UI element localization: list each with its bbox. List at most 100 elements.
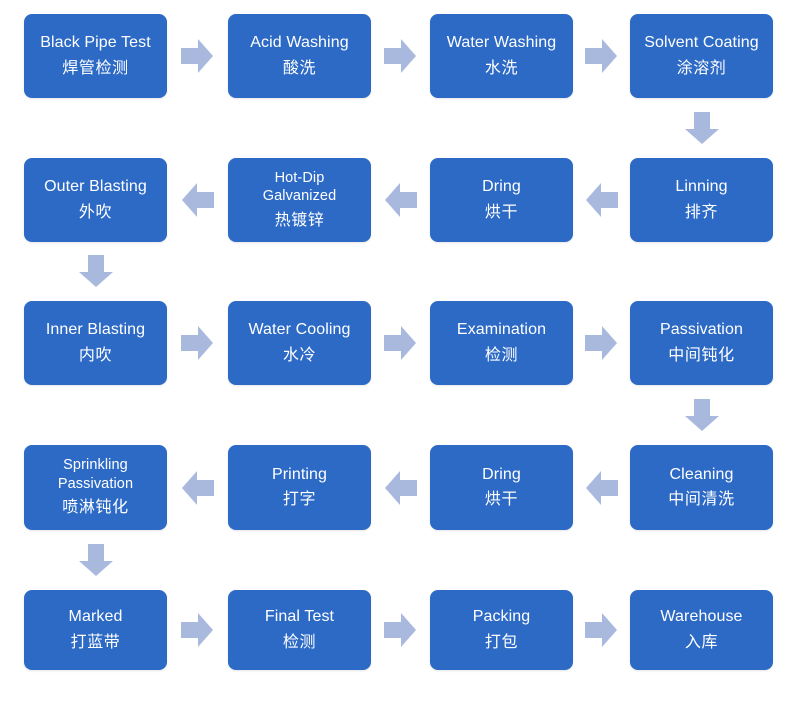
arrow-head bbox=[401, 326, 416, 360]
node-label-zh: 排齐 bbox=[684, 203, 719, 221]
node-label-zh: 入库 bbox=[684, 633, 719, 651]
arrow-shaft bbox=[181, 622, 199, 638]
arrow-head bbox=[78, 560, 113, 576]
arrow-head bbox=[401, 39, 416, 73]
node-label-en: Final Test bbox=[264, 608, 335, 626]
arrow-shaft bbox=[693, 111, 710, 130]
arrow-shaft bbox=[384, 48, 402, 64]
node-label-en: Packing bbox=[472, 608, 531, 626]
arrow-shaft bbox=[585, 622, 603, 638]
node-label-en: Dring bbox=[482, 178, 521, 196]
flow-arrow-right bbox=[585, 613, 618, 647]
node-label-zh: 水冷 bbox=[282, 346, 317, 364]
flow-arrow-left bbox=[384, 470, 417, 505]
arrow-head bbox=[385, 183, 400, 217]
node-label-zh: 打包 bbox=[484, 633, 519, 651]
arrow-shaft bbox=[600, 192, 618, 208]
node-label-zh: 水洗 bbox=[484, 59, 519, 77]
node-label-zh: 焊管检测 bbox=[62, 59, 129, 77]
node-label-zh: 检测 bbox=[282, 633, 317, 651]
arrow-shaft bbox=[384, 622, 402, 638]
arrow-shaft bbox=[399, 192, 417, 208]
flow-arrow-left bbox=[181, 183, 214, 217]
node-label-zh: 内吹 bbox=[78, 346, 113, 364]
flow-arrow-left bbox=[585, 183, 618, 217]
node-label-en: Examination bbox=[456, 321, 547, 339]
process-node-n2[interactable]: Acid Washing 酸洗 bbox=[228, 14, 371, 98]
node-label-en: Acid Washing bbox=[250, 34, 349, 52]
process-node-n4[interactable]: Solvent Coating 涂溶剂 bbox=[630, 14, 773, 98]
node-label-zh: 酸洗 bbox=[282, 59, 317, 77]
arrow-head bbox=[182, 183, 197, 217]
arrow-shaft bbox=[585, 48, 603, 64]
node-label-zh: 外吹 bbox=[78, 203, 113, 221]
arrow-head bbox=[602, 613, 617, 647]
arrow-head bbox=[198, 39, 213, 73]
process-node-n18[interactable]: Final Test 检测 bbox=[228, 590, 371, 670]
flow-arrow-right bbox=[384, 39, 417, 73]
process-node-n19[interactable]: Packing 打包 bbox=[430, 590, 573, 670]
node-label-en: Inner Blasting bbox=[45, 321, 146, 339]
arrow-shaft bbox=[196, 479, 214, 496]
arrow-head bbox=[684, 415, 719, 431]
arrow-shaft bbox=[196, 192, 214, 208]
node-label-zh: 热镀锌 bbox=[274, 211, 325, 229]
node-label-zh: 打字 bbox=[282, 491, 317, 508]
arrow-shaft bbox=[384, 335, 402, 351]
arrow-head bbox=[385, 470, 400, 505]
node-label-zh: 中间清洗 bbox=[668, 491, 735, 508]
process-node-n7[interactable]: Hot-Dip Galvanized 热镀锌 bbox=[228, 158, 371, 242]
flow-arrow-left bbox=[384, 183, 417, 217]
arrow-shaft bbox=[87, 255, 104, 273]
process-node-n1[interactable]: Black Pipe Test 焊管检测 bbox=[24, 14, 167, 98]
node-label-en: Hot-Dip Galvanized bbox=[262, 169, 337, 205]
flow-arrow-left bbox=[585, 470, 618, 505]
flow-arrow-down bbox=[684, 111, 719, 145]
flow-arrow-down bbox=[684, 398, 719, 432]
node-label-zh: 喷淋钝化 bbox=[62, 499, 129, 517]
node-label-zh: 涂溶剂 bbox=[676, 59, 727, 77]
flow-arrow-right bbox=[181, 39, 214, 73]
node-label-zh: 打蓝带 bbox=[70, 633, 121, 651]
node-label-en: Printing bbox=[271, 465, 328, 483]
node-label-en: Marked bbox=[68, 608, 123, 626]
process-node-n13[interactable]: Cleaning 中间清洗 bbox=[630, 445, 773, 530]
arrow-head bbox=[586, 183, 601, 217]
process-node-n15[interactable]: Printing 打字 bbox=[228, 445, 371, 530]
arrow-head bbox=[586, 470, 601, 505]
flow-arrow-left bbox=[181, 470, 214, 505]
arrow-shaft bbox=[181, 48, 199, 64]
node-label-en: Cleaning bbox=[669, 465, 734, 483]
flow-arrow-right bbox=[384, 326, 417, 360]
node-label-en: Sprinkling Passivation bbox=[57, 457, 134, 492]
node-label-zh: 烘干 bbox=[484, 491, 519, 508]
node-label-en: Solvent Coating bbox=[644, 34, 759, 52]
arrow-shaft bbox=[181, 335, 199, 351]
arrow-shaft bbox=[693, 398, 710, 417]
arrow-head bbox=[182, 470, 197, 505]
process-node-n5[interactable]: Linning 排齐 bbox=[630, 158, 773, 242]
node-label-zh: 中间钝化 bbox=[668, 346, 735, 364]
flow-arrow-right bbox=[384, 613, 417, 647]
arrow-head bbox=[78, 272, 113, 287]
arrow-shaft bbox=[600, 479, 618, 496]
arrow-head bbox=[401, 613, 416, 647]
process-node-n9[interactable]: Inner Blasting 内吹 bbox=[24, 301, 167, 385]
process-node-n17[interactable]: Marked 打蓝带 bbox=[24, 590, 167, 670]
process-node-n16[interactable]: Sprinkling Passivation 喷淋钝化 bbox=[24, 445, 167, 530]
process-node-n14[interactable]: Dring 烘干 bbox=[430, 445, 573, 530]
node-label-en: Linning bbox=[675, 178, 728, 196]
arrow-shaft bbox=[399, 479, 417, 496]
flow-arrow-down bbox=[78, 543, 113, 577]
flow-arrow-right bbox=[585, 326, 618, 360]
node-label-en: Black Pipe Test bbox=[40, 34, 151, 52]
node-label-en: Dring bbox=[482, 465, 521, 483]
